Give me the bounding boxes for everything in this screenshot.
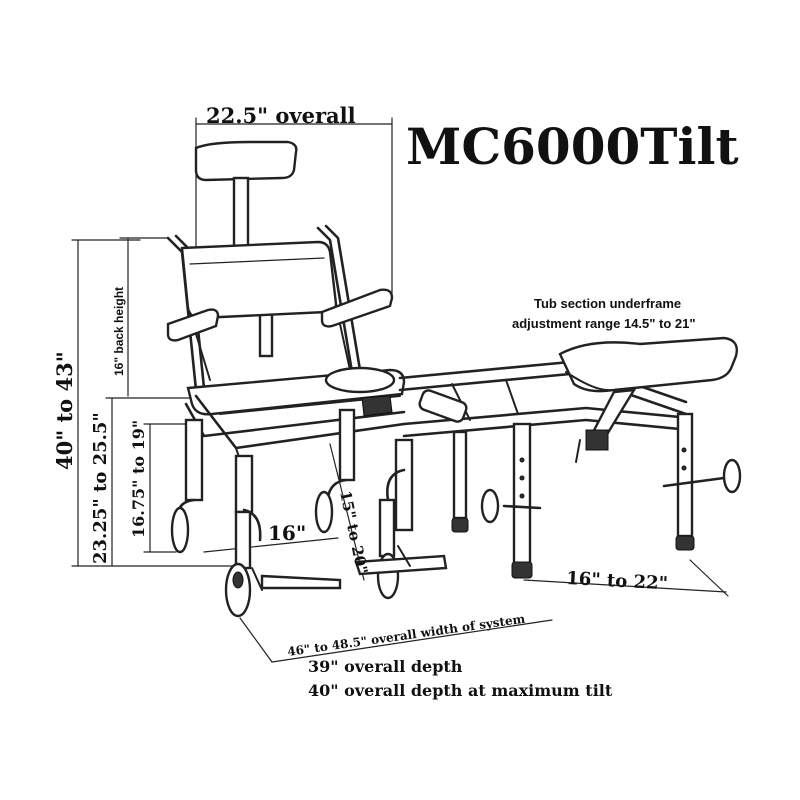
seat-depth-label: 15" to 20": [336, 489, 371, 576]
tub-note-line1: Tub section underframe: [534, 296, 681, 311]
front-legs: [170, 408, 448, 618]
seat-to-floor-label: 16.75" to 19": [129, 420, 148, 538]
tub-section: [398, 336, 742, 579]
tub-width-label: 16" to 22": [566, 568, 669, 594]
system-width-label: 46" to 48.5" overall width of system: [286, 612, 526, 659]
total-height-label: 40" to 43": [52, 351, 77, 470]
depth-tilt-label: 40" overall depth at maximum tilt: [308, 681, 613, 700]
dimension-lines: [71, 117, 729, 663]
chair-frame: [166, 140, 406, 461]
depth-label: 39" overall depth: [308, 657, 463, 676]
seat-height-label: 23.25" to 25.5": [90, 412, 111, 564]
width-top-label: 22.5" overall: [206, 103, 356, 128]
seat-width-label: 16": [268, 521, 306, 545]
back-height-label: 16" back height: [112, 287, 126, 376]
product-title: MC6000Tilt: [406, 117, 739, 176]
tub-note-line2: adjustment range 14.5" to 21": [512, 316, 696, 331]
